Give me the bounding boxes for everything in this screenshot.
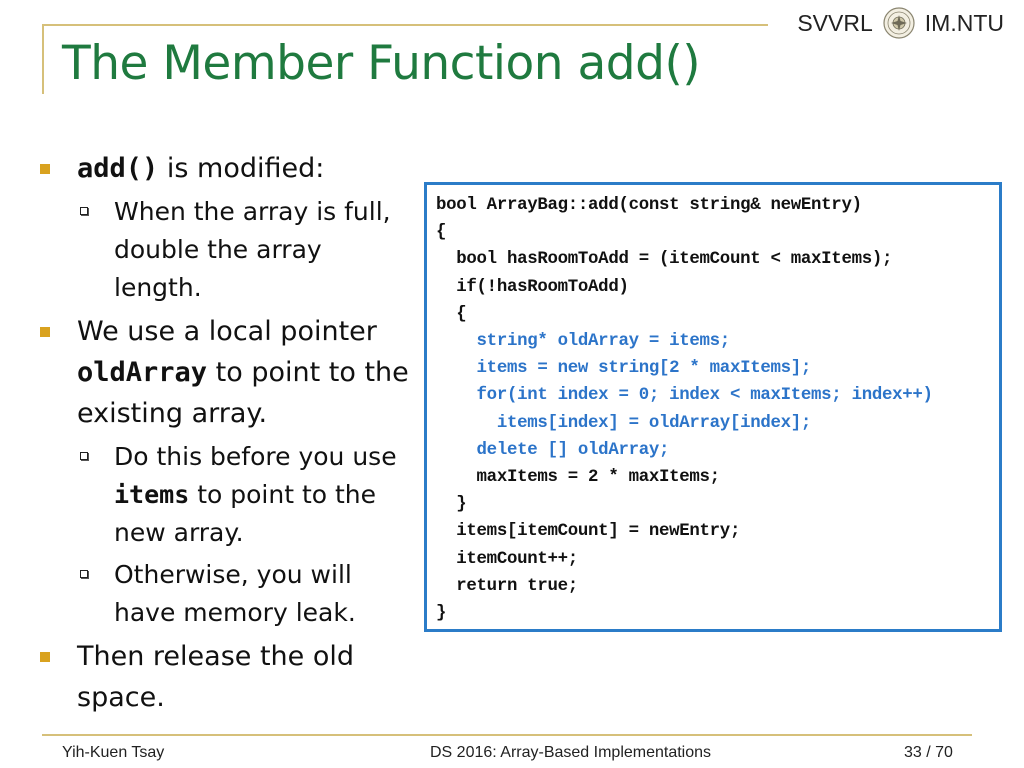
code-line: if(!hasRoomToAdd) <box>436 277 629 297</box>
code-line: items[itemCount] = newEntry; <box>436 522 741 542</box>
footer-course: DS 2016: Array-Based Implementations <box>430 744 712 761</box>
org-name: IM.NTU <box>924 9 1004 36</box>
square-bullet-icon <box>40 327 50 337</box>
bullet-text: Otherwise, you will have memory leak. <box>114 560 356 627</box>
code-line: maxItems = 2 * maxItems; <box>436 468 721 488</box>
university-seal-icon <box>883 7 915 39</box>
hollow-square-bullet-icon <box>80 452 88 460</box>
bullet-text: Do this before you use <box>114 442 397 471</box>
inline-code: oldArray <box>77 357 208 388</box>
code-listing: bool ArrayBag::add(const string& newEntr… <box>424 182 1002 632</box>
lab-name: SVVRL <box>797 9 873 36</box>
code-line-highlighted: items[index] = oldArray[index]; <box>436 413 812 433</box>
code-line: { <box>436 223 447 243</box>
code-line: itemCount++; <box>436 549 578 569</box>
hollow-square-bullet-icon <box>80 207 88 215</box>
code-line: bool ArrayBag::add(const string& newEntr… <box>436 196 862 215</box>
code-line-highlighted: delete [] oldArray; <box>436 440 670 460</box>
code-line-highlighted: for(int index = 0; index < maxItems; ind… <box>436 386 933 406</box>
bullet-item: Then release the old space. <box>40 636 412 718</box>
bullet-list: add() is modified: When the array is ful… <box>40 148 412 722</box>
header-left-rule <box>42 24 44 94</box>
inline-code: items <box>114 480 190 509</box>
bullet-text: to point to the existing array. <box>77 357 409 429</box>
header-branding: SVVRL IM.NTU <box>797 4 1004 42</box>
code-line: { <box>436 304 467 324</box>
footer-author: Yih-Kuen Tsay <box>62 744 165 761</box>
bullet-text: Then release the old space. <box>77 641 355 713</box>
square-bullet-icon <box>40 652 50 662</box>
slide-title: The Member Function add() <box>62 36 701 91</box>
bullet-text: We use a local pointer <box>77 316 377 347</box>
bullet-text: is modified: <box>158 153 325 184</box>
sub-bullet-item: When the array is full, double the array… <box>40 193 412 307</box>
footer-rule <box>42 734 972 736</box>
bullet-text: to point to the new array. <box>114 480 377 547</box>
sub-bullet-item: Do this before you use items to point to… <box>40 438 412 552</box>
bullet-item: We use a local pointer oldArray to point… <box>40 311 412 434</box>
bullet-item: add() is modified: <box>40 148 412 189</box>
page-number: 33 / 70 <box>904 744 953 761</box>
sub-bullet-item: Otherwise, you will have memory leak. <box>40 556 412 632</box>
code-line-highlighted: items = new string[2 * maxItems]; <box>436 359 812 379</box>
square-bullet-icon <box>40 164 50 174</box>
bullet-text: When the array is full, double the array… <box>114 197 391 302</box>
code-line: return true; <box>436 576 578 596</box>
header-rule <box>42 24 768 26</box>
hollow-square-bullet-icon <box>80 570 88 578</box>
code-line: } <box>436 495 467 515</box>
code-line: } <box>436 604 447 624</box>
code-line: bool hasRoomToAdd = (itemCount < maxItem… <box>436 250 893 270</box>
inline-code: add() <box>77 153 159 184</box>
code-line-highlighted: string* oldArray = items; <box>436 332 731 352</box>
